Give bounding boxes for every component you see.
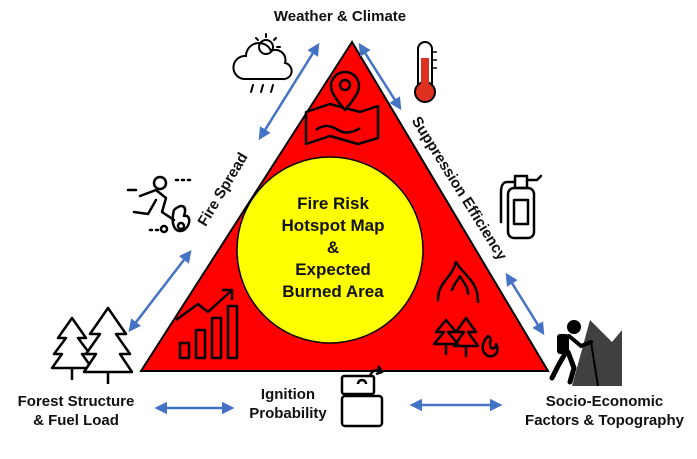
fire-extinguisher-icon (499, 174, 543, 240)
hiker-icon (549, 320, 622, 387)
forest-fire-icon (432, 260, 499, 358)
center-line-1: Fire Risk (297, 194, 369, 213)
cloud-sun-rain-icon (232, 33, 293, 93)
center-line-4: Expected (295, 260, 371, 280)
center-circle (236, 156, 424, 344)
center-line-2: Hotspot Map (281, 216, 385, 236)
node-forest-line2: & Fuel Load (33, 411, 119, 429)
arrow-suppression-socio (505, 272, 545, 336)
node-socio-economic: Socio-Economic Factors & Topography (512, 393, 697, 431)
node-forest-line1: Forest Structure (17, 393, 135, 410)
arrow-weather-firespread (258, 42, 320, 141)
node-ignition-line2: Probability (249, 404, 327, 422)
node-forest-structure: Forest Structure & Fuel Load (2, 393, 150, 431)
node-weather-climate: Weather & Climate (273, 8, 407, 25)
center-line-3: & (326, 238, 340, 258)
growth-chart-icon (175, 288, 239, 360)
thermometer-icon (414, 41, 437, 103)
pine-trees-icon (50, 306, 134, 384)
map-pin-icon (304, 70, 380, 146)
center-line-5: Burned Area (282, 282, 384, 302)
node-socio-line2: Factors & Topography (525, 411, 684, 429)
node-ignition-line1: Ignition (260, 386, 316, 403)
node-ignition-probability: Ignition Probability (238, 386, 338, 424)
center-title: Fire Risk Hotspot Map & Expected Burned … (248, 193, 418, 303)
runner-fire-icon (126, 175, 192, 234)
arrow-weather-suppression (358, 42, 402, 111)
node-socio-line1: Socio-Economic (545, 393, 664, 410)
lighter-icon (340, 365, 384, 428)
arrow-firespread-forest (128, 250, 192, 332)
arrows (128, 42, 545, 415)
